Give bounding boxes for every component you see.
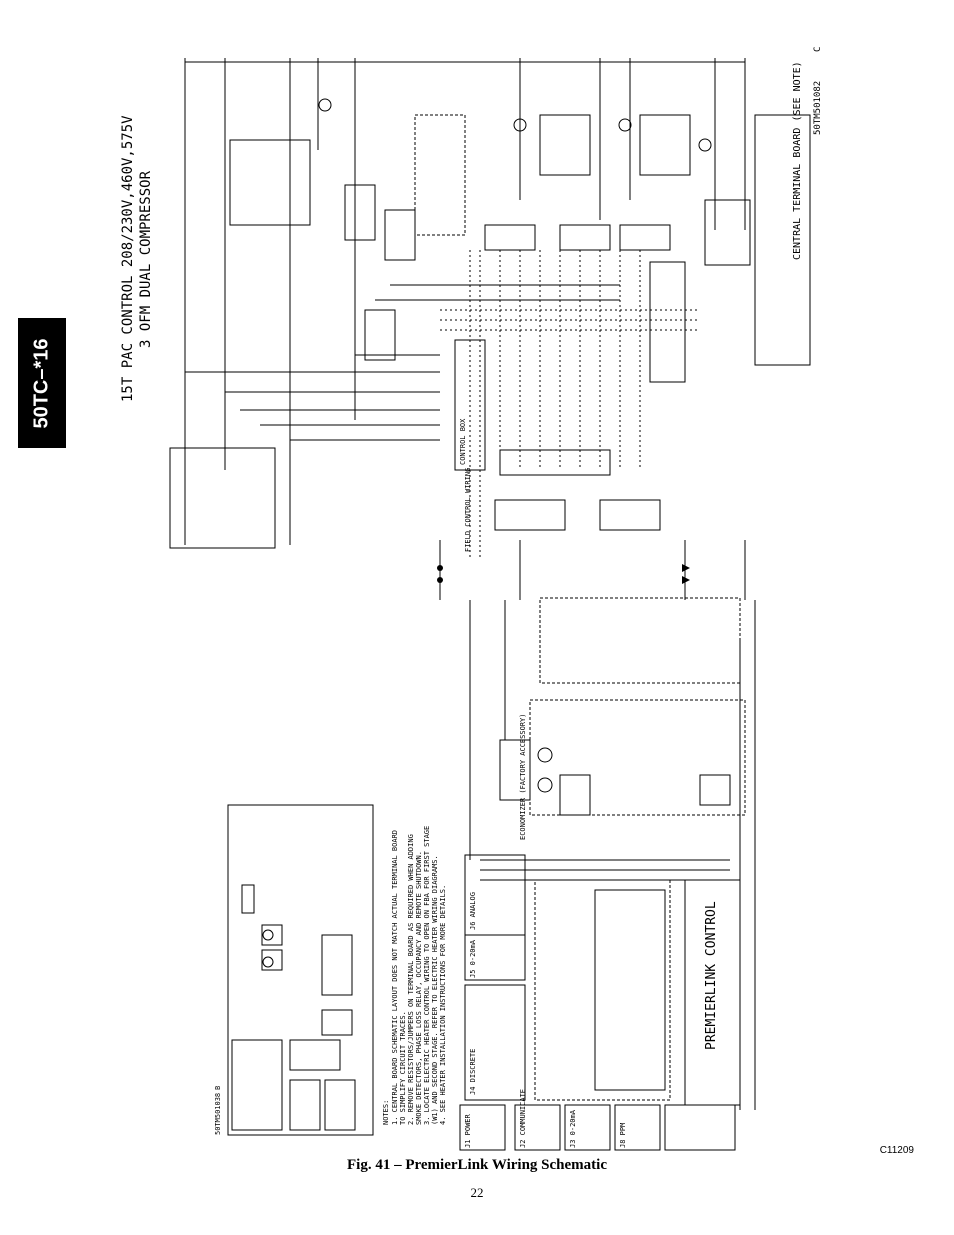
drawing-number: 50TM501082 [813, 81, 823, 135]
page-number: 22 [470, 1185, 484, 1200]
note-line: (W1) AND SECOND STAGE. REFER TO ELECTRIC… [431, 855, 439, 1125]
figure-caption: Fig. 41 – PremierLink Wiring Schematic [347, 1157, 607, 1173]
connector-j3-label: J3 0-20mA [569, 1109, 577, 1148]
note-line: TO SIMPLIFY CIRCUIT TRACES. [399, 1011, 407, 1125]
notes-title: NOTES: [382, 1100, 390, 1125]
note-line: SMOKE DETECTORS, PHASE LOSS RELAY, OCCUP… [415, 851, 423, 1125]
connector-j6-label: J6 ANALOG [469, 892, 477, 930]
economizer-label: ECONOMIZER (FACTORY ACCESSORY) [519, 714, 527, 840]
field-control-wiring-label: FIELD CONTROL WIRING [464, 468, 472, 552]
connector-j5-label: J5 0-20mA [469, 939, 477, 978]
central-board-label: CENTRAL TERMINAL BOARD (SEE NOTE) [792, 61, 803, 260]
notes-block: NOTES: 1. CENTRAL BOARD SCHEMATIC LAYOUT… [382, 826, 447, 1125]
connector-j1-label: J1 POWER [464, 1113, 472, 1148]
drawing-rev: C [813, 47, 823, 52]
premierlink-control-label: PREMIERLINK CONTROL [704, 901, 719, 1050]
board-panel-rev: B [214, 1086, 222, 1090]
note-line: 2. REMOVE RESISTORS/JUMPERS ON TERMINAL … [407, 834, 415, 1125]
connector-j2-label: J2 COMMUNICATE [519, 1089, 527, 1148]
note-line: 1. CENTRAL BOARD SCHEMATIC LAYOUT DOES N… [391, 830, 399, 1125]
section-tab: 50TC–*16 [18, 318, 66, 448]
figure-code: C11209 [879, 1145, 914, 1156]
schematic-title-line1: 15T PAC CONTROL 208/230V,460V,575V [120, 115, 136, 402]
connector-j4-label: J4 DISCRETE [469, 1049, 477, 1095]
control-box-label: CONTROL BOX [459, 418, 467, 465]
connector-j8-label: J8 PPM [619, 1123, 627, 1148]
board-panel-number: 50TM501038 [214, 1093, 222, 1135]
note-line: 3. LOCATE ELECTRIC HEATER CONTROL WIRING… [423, 826, 431, 1125]
note-line: 4. SEE HEATER INSTALLATION INSTRUCTIONS … [439, 885, 447, 1125]
schematic-title-line2: 3 OFM DUAL COMPRESSOR [138, 170, 154, 348]
